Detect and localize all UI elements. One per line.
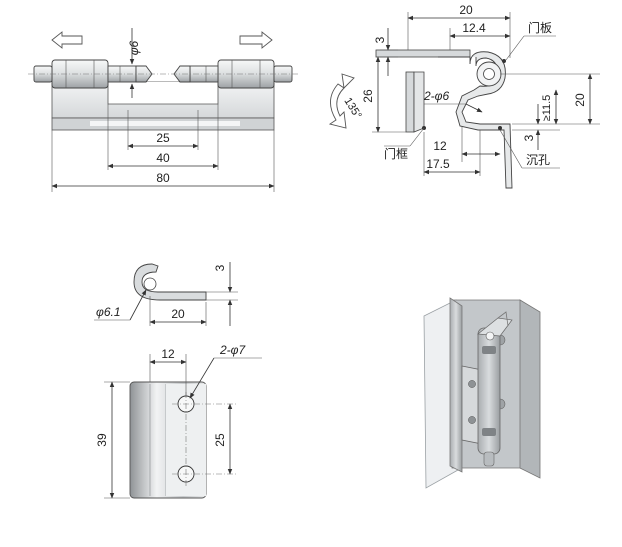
front-plate-notch bbox=[107, 82, 219, 105]
front-plate-shine bbox=[90, 121, 240, 126]
countersink-label: 沉孔 bbox=[526, 153, 550, 167]
front-pin-diameter: φ6 bbox=[127, 40, 141, 55]
side-top-width: 20 bbox=[459, 3, 473, 17]
side-holes-label: 2-φ6 bbox=[423, 89, 449, 103]
leaf-thickness: 3 bbox=[213, 264, 227, 271]
render-channel-right bbox=[519, 299, 541, 479]
assembly-render bbox=[423, 297, 541, 489]
hinge-leaf-profile bbox=[438, 51, 513, 189]
face-holes-label: 2-φ7 bbox=[219, 343, 246, 357]
side-height-left: 26 bbox=[361, 89, 375, 103]
leaf-length: 20 bbox=[171, 307, 185, 321]
render-channel-left bbox=[449, 297, 463, 473]
face-height: 39 bbox=[95, 433, 109, 447]
side-height-right: 20 bbox=[573, 93, 587, 107]
leaf-profile-shape bbox=[133, 263, 207, 301]
door-frame bbox=[405, 71, 415, 133]
right-arrow-icon bbox=[239, 31, 273, 49]
front-dim-80: 80 bbox=[156, 171, 170, 185]
lower-leaf bbox=[413, 71, 425, 133]
front-dim-40: 40 bbox=[156, 151, 170, 165]
door-frame-label: 门框 bbox=[384, 146, 408, 161]
side-view: 135° 20 12.4 门板 3 26 2-φ6 20 ≥11 bbox=[328, 3, 600, 189]
left-arrow-icon bbox=[51, 31, 83, 49]
side-top-inner: 12.4 bbox=[462, 21, 486, 35]
face-offset: 12 bbox=[161, 347, 175, 361]
face-pitch: 25 bbox=[213, 433, 227, 447]
render-pin bbox=[483, 451, 495, 467]
side-pin bbox=[483, 68, 495, 80]
leaf-profile-view: 3 φ6.1 20 bbox=[94, 262, 238, 326]
side-dim-3-right: 3 bbox=[522, 134, 536, 141]
leaf-profile-hole bbox=[143, 277, 157, 291]
rotation-arrow-icon bbox=[328, 83, 347, 129]
front-view: φ6 25 40 80 bbox=[28, 28, 300, 192]
leaf-hole-diameter: φ6.1 bbox=[96, 305, 121, 319]
leaf-face-view: 12 2-φ7 39 25 bbox=[95, 343, 262, 499]
door-panel bbox=[375, 49, 471, 58]
front-dim-25: 25 bbox=[156, 131, 170, 145]
door-panel-label: 门板 bbox=[528, 20, 552, 35]
side-dim-11-5: ≥11.5 bbox=[541, 95, 553, 122]
side-left-thickness: 3 bbox=[373, 36, 387, 43]
side-bottom-17-5: 17.5 bbox=[426, 157, 450, 171]
side-bottom-12: 12 bbox=[433, 139, 447, 153]
